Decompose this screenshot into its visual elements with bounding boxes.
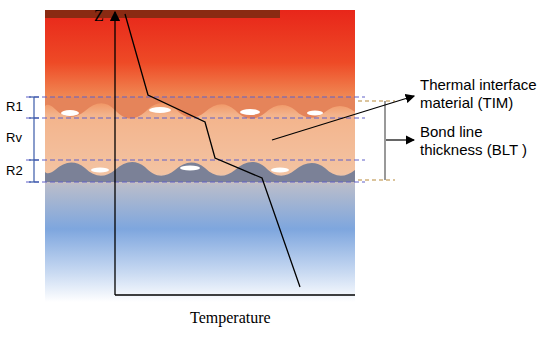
callout-label: Thermal interface material (TIM) — [420, 76, 546, 112]
resistance-label: R2 — [6, 163, 23, 179]
air-voids — [61, 107, 323, 116]
resistance-spans — [29, 97, 39, 182]
resistance-label: Rv — [6, 130, 22, 146]
heat-source-strip — [45, 10, 280, 18]
material-stack — [45, 10, 355, 302]
air-voids — [91, 166, 289, 173]
lower-surface — [45, 162, 355, 182]
axes — [115, 12, 355, 295]
axis-label: Z — [94, 6, 104, 25]
upper-surface — [45, 97, 355, 119]
resistance-label: R1 — [6, 99, 23, 115]
axis-label: Temperature — [190, 308, 271, 327]
leader-arrow — [386, 139, 414, 140]
callout-label: Bond line thickness (BLT ) — [420, 123, 546, 159]
leader-arrow — [272, 96, 414, 140]
temperature-profile — [125, 14, 300, 287]
reference-lines — [26, 97, 365, 182]
